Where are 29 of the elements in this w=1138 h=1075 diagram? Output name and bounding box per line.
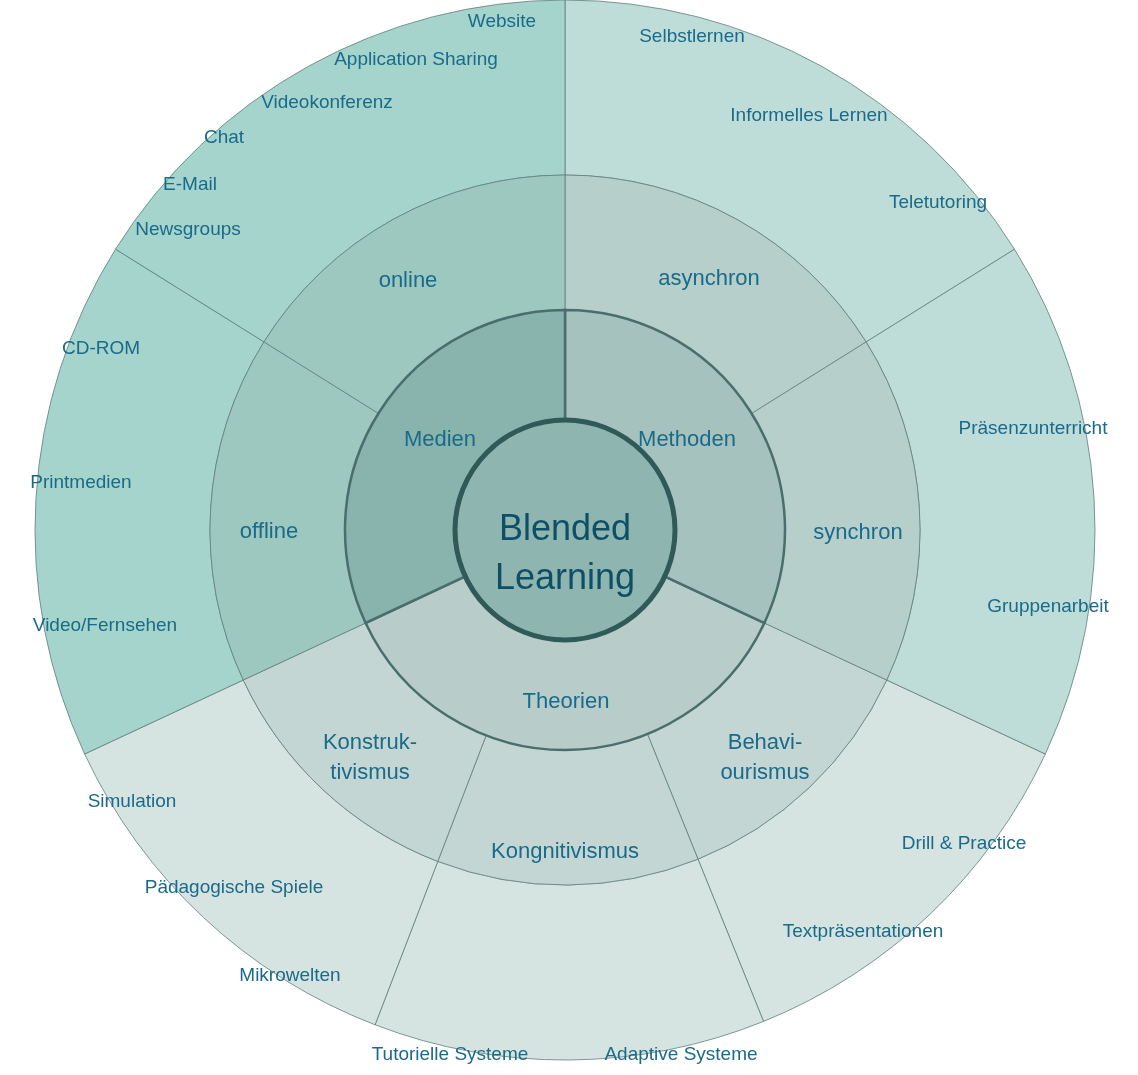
segment-label: synchron: [813, 518, 903, 544]
segment-label: Theorien: [522, 687, 610, 713]
item-label: Website: [467, 9, 537, 31]
segment-label: Behavi- ourismus: [720, 728, 810, 784]
segment-label: Kongnitivismus: [491, 837, 639, 863]
item-label: E-Mail: [163, 172, 217, 194]
segment-label: online: [378, 266, 438, 292]
item-label: Gruppenarbeit: [987, 594, 1109, 616]
item-label: Teletutoring: [888, 190, 988, 212]
center-title: Blended Learning: [494, 507, 636, 597]
item-label: Newsgroups: [135, 217, 241, 239]
item-label: Adaptive Systeme: [604, 1042, 758, 1064]
item-label: Präsenzunterricht: [958, 416, 1108, 438]
item-label: Informelles Lernen: [730, 103, 888, 125]
item-label: Textpräsentationen: [782, 919, 944, 941]
item-label: Videokonferenz: [261, 90, 393, 112]
segment-label: Konstruk- tivismus: [322, 728, 418, 784]
item-label: Application Sharing: [334, 47, 498, 69]
segment-label: Medien: [403, 425, 477, 451]
item-label: Selbstlernen: [639, 24, 745, 46]
item-label: Pädagogische Spiele: [144, 875, 324, 897]
segment-label: offline: [239, 517, 299, 543]
item-label: Drill & Practice: [901, 831, 1027, 853]
item-label: Mikrowelten: [239, 963, 341, 985]
segment-label: asynchron: [658, 264, 760, 290]
segment-label: Methoden: [638, 425, 736, 451]
item-label: Tutorielle Systeme: [371, 1042, 529, 1064]
item-label: Chat: [203, 125, 245, 147]
item-label: Simulation: [87, 789, 177, 811]
